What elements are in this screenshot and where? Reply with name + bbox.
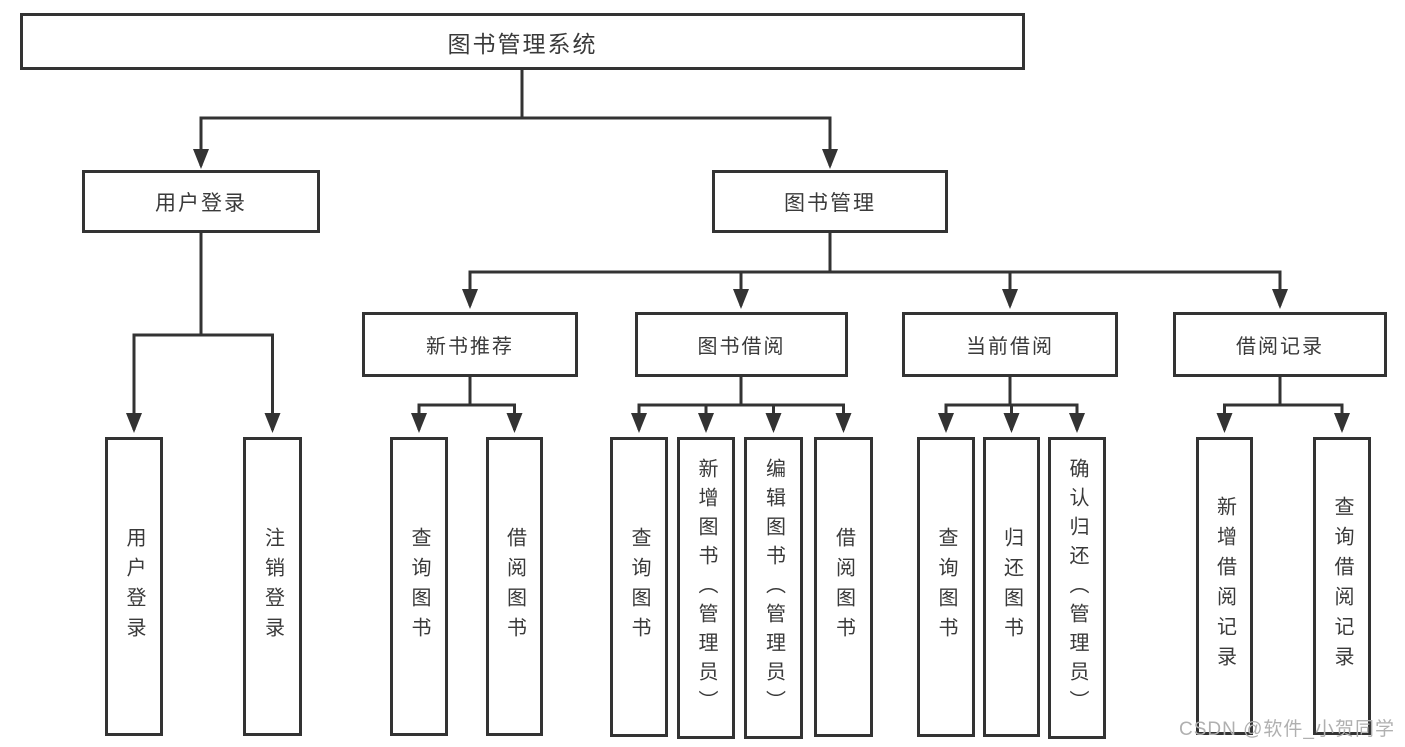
leaf-borrow-book-2-label: 借阅图书 <box>832 527 855 647</box>
leaf-query-book-1: 查询图书 <box>390 437 448 736</box>
leaf-borrow-book-1: 借阅图书 <box>486 437 543 736</box>
leaf-add-borrow-record: 新增借阅记录 <box>1196 437 1253 735</box>
leaf-query-book-2-label: 查询图书 <box>628 527 650 647</box>
leaf-user-login-label: 用户登录 <box>123 526 145 647</box>
leaf-borrow-book-2: 借阅图书 <box>814 437 873 737</box>
leaf-logout-label: 注销登录 <box>261 526 284 647</box>
node-book-management-label: 图书管理 <box>784 191 876 215</box>
watermark: CSDN @软件_小贺同学 <box>1179 719 1395 740</box>
leaf-query-book-2: 查询图书 <box>610 437 668 737</box>
leaf-confirm-return-admin-label: 确认归还（管理员） <box>1066 457 1088 719</box>
leaf-user-login: 用户登录 <box>105 437 163 736</box>
leaf-edit-book-admin-label: 编辑图书（管理员） <box>762 457 785 719</box>
leaf-add-book-admin: 新增图书（管理员） <box>677 437 735 739</box>
leaf-return-book-label: 归还图书 <box>1000 527 1023 647</box>
leaf-confirm-return-admin: 确认归还（管理员） <box>1048 437 1106 739</box>
leaf-add-book-admin-label: 新增图书（管理员） <box>695 457 717 719</box>
leaf-query-borrow-record-label: 查询借阅记录 <box>1331 496 1353 676</box>
leaf-return-book: 归还图书 <box>983 437 1040 737</box>
node-borrow-record-label: 借阅记录 <box>1236 336 1324 358</box>
leaf-query-borrow-record: 查询借阅记录 <box>1313 437 1371 735</box>
leaf-logout: 注销登录 <box>243 437 302 736</box>
node-book-management: 图书管理 <box>712 170 948 233</box>
leaf-query-book-3-label: 查询图书 <box>935 527 957 647</box>
node-root-label: 图书管理系统 <box>447 30 598 57</box>
node-user-login: 用户登录 <box>82 170 320 233</box>
node-new-book-recommend: 新书推荐 <box>362 312 578 377</box>
node-user-login-label: 用户登录 <box>155 191 247 215</box>
node-book-borrow: 图书借阅 <box>635 312 848 377</box>
leaf-borrow-book-1-label: 借阅图书 <box>503 526 526 647</box>
node-new-book-recommend-label: 新书推荐 <box>426 336 514 358</box>
leaf-edit-book-admin: 编辑图书（管理员） <box>744 437 803 739</box>
node-book-borrow-label: 图书借阅 <box>697 336 786 358</box>
node-borrow-record: 借阅记录 <box>1173 312 1387 377</box>
node-current-borrow-label: 当前借阅 <box>966 336 1054 358</box>
node-root: 图书管理系统 <box>20 13 1025 70</box>
leaf-query-book-3: 查询图书 <box>917 437 975 737</box>
leaf-query-book-1-label: 查询图书 <box>408 526 430 647</box>
leaf-add-borrow-record-label: 新增借阅记录 <box>1213 496 1236 676</box>
node-current-borrow: 当前借阅 <box>902 312 1118 377</box>
